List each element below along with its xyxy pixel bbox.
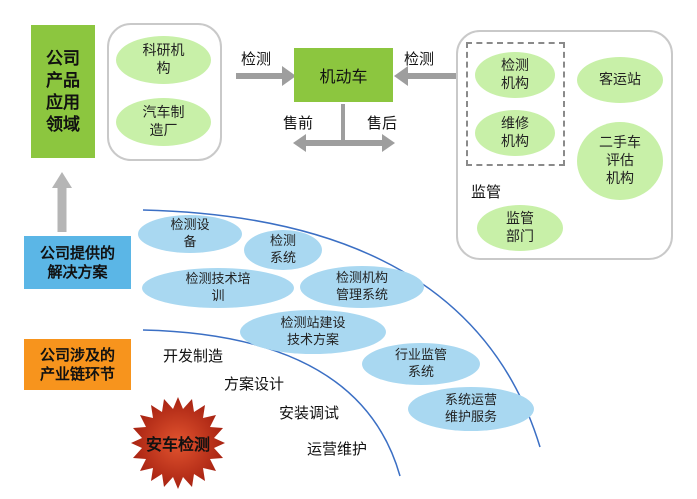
sol2-line-1: 检测 bbox=[269, 234, 296, 249]
solutions-title-line-2: 解决方案 bbox=[47, 262, 108, 281]
arrow-right-to-vehicle bbox=[394, 66, 456, 86]
label-inspection-left: 检测 bbox=[241, 50, 272, 68]
chain-title-line-1: 公司涉及的 bbox=[39, 345, 115, 364]
seal-starburst-shape bbox=[131, 397, 225, 489]
usedcar-line-2: 评估 bbox=[606, 153, 634, 169]
sol7-line-1: 系统运营 bbox=[444, 393, 497, 408]
research-line-2: 构 bbox=[156, 61, 171, 77]
seal-text: 安车检测 bbox=[145, 435, 210, 454]
sol3-line-1: 检测技术培 bbox=[185, 272, 251, 287]
node-passenger-station: 客运站 bbox=[577, 57, 663, 103]
product-line-1: 公司 bbox=[46, 48, 80, 69]
sol1-line-2: 备 bbox=[183, 235, 197, 250]
solution-equipment: 检测设 备 bbox=[138, 215, 242, 253]
solution-training: 检测技术培 训 bbox=[142, 268, 294, 308]
label-supervise: 监管 bbox=[471, 183, 502, 201]
sol6-line-2: 系统 bbox=[407, 365, 434, 380]
brand-seal bbox=[131, 397, 225, 489]
node-inspection-agency: 检测 机构 bbox=[475, 52, 555, 98]
repair-line-1: 维修 bbox=[501, 116, 529, 132]
solution-industry-supervision: 行业监管 系统 bbox=[362, 343, 480, 385]
dashed-group bbox=[466, 42, 565, 166]
agency-line-2: 机构 bbox=[501, 76, 529, 92]
label-aftersale: 售后 bbox=[367, 114, 398, 132]
chain-step-development: 开发制造 bbox=[163, 347, 224, 365]
sol3-line-2: 训 bbox=[211, 289, 225, 304]
chain-step-operation: 运营维护 bbox=[307, 440, 368, 458]
vehicle-box: 机动车 bbox=[294, 48, 393, 102]
sol7-line-2: 维护服务 bbox=[444, 410, 497, 425]
chain-step-installation: 安装调试 bbox=[279, 404, 340, 422]
repair-line-2: 机构 bbox=[501, 134, 529, 150]
agency-line-1: 检测 bbox=[501, 58, 529, 74]
node-repair-agency: 维修 机构 bbox=[475, 110, 555, 156]
label-presale: 售前 bbox=[283, 114, 314, 132]
chain-step-design: 方案设计 bbox=[224, 375, 285, 393]
arrow-up-to-products bbox=[52, 172, 72, 232]
product-line-4: 领域 bbox=[46, 114, 80, 135]
product-line-3: 应用 bbox=[46, 92, 80, 113]
chain-title: 公司涉及的 产业链环节 bbox=[24, 339, 131, 390]
chain-title-line-2: 产业链环节 bbox=[39, 364, 115, 383]
node-supervision-dept: 监管 部门 bbox=[477, 205, 563, 251]
sol2-line-2: 系统 bbox=[269, 251, 296, 266]
factory-line-2: 造厂 bbox=[149, 123, 178, 139]
sol4-line-1: 检测机构 bbox=[335, 271, 388, 286]
usedcar-line-1: 二手车 bbox=[599, 135, 641, 151]
factory-line-1: 汽车制 bbox=[142, 105, 185, 121]
usedcar-line-3: 机构 bbox=[606, 171, 634, 187]
node-car-factory: 汽车制 造厂 bbox=[116, 98, 211, 146]
sol5-line-2: 技术方案 bbox=[286, 333, 339, 348]
product-application-block: 公司 产品 应用 领域 bbox=[31, 25, 95, 158]
arrow-presale-aftersale bbox=[293, 134, 395, 152]
solution-ops-maintenance: 系统运营 维护服务 bbox=[408, 387, 534, 431]
node-research-institute: 科研机 构 bbox=[116, 36, 211, 84]
arc-inner bbox=[142, 329, 401, 477]
label-inspection-right: 检测 bbox=[404, 50, 435, 68]
solutions-title: 公司提供的 解决方案 bbox=[24, 236, 131, 289]
sol5-line-1: 检测站建设 bbox=[280, 316, 346, 331]
research-line-1: 科研机 bbox=[142, 43, 185, 59]
sol4-line-2: 管理系统 bbox=[335, 288, 388, 303]
solutions-title-line-1: 公司提供的 bbox=[39, 243, 115, 262]
node-used-car: 二手车 评估 机构 bbox=[577, 122, 663, 200]
dept-line-1: 监管 bbox=[506, 211, 534, 227]
arrow-left-to-vehicle bbox=[236, 66, 296, 86]
solution-system: 检测 系统 bbox=[244, 230, 322, 270]
product-line-2: 产品 bbox=[46, 70, 80, 91]
solution-station-construction: 检测站建设 技术方案 bbox=[240, 310, 386, 354]
sol6-line-1: 行业监管 bbox=[394, 348, 447, 363]
dept-line-2: 部门 bbox=[506, 229, 534, 245]
sol1-line-1: 检测设 bbox=[170, 218, 210, 233]
solution-agency-mgmt: 检测机构 管理系统 bbox=[300, 266, 424, 308]
